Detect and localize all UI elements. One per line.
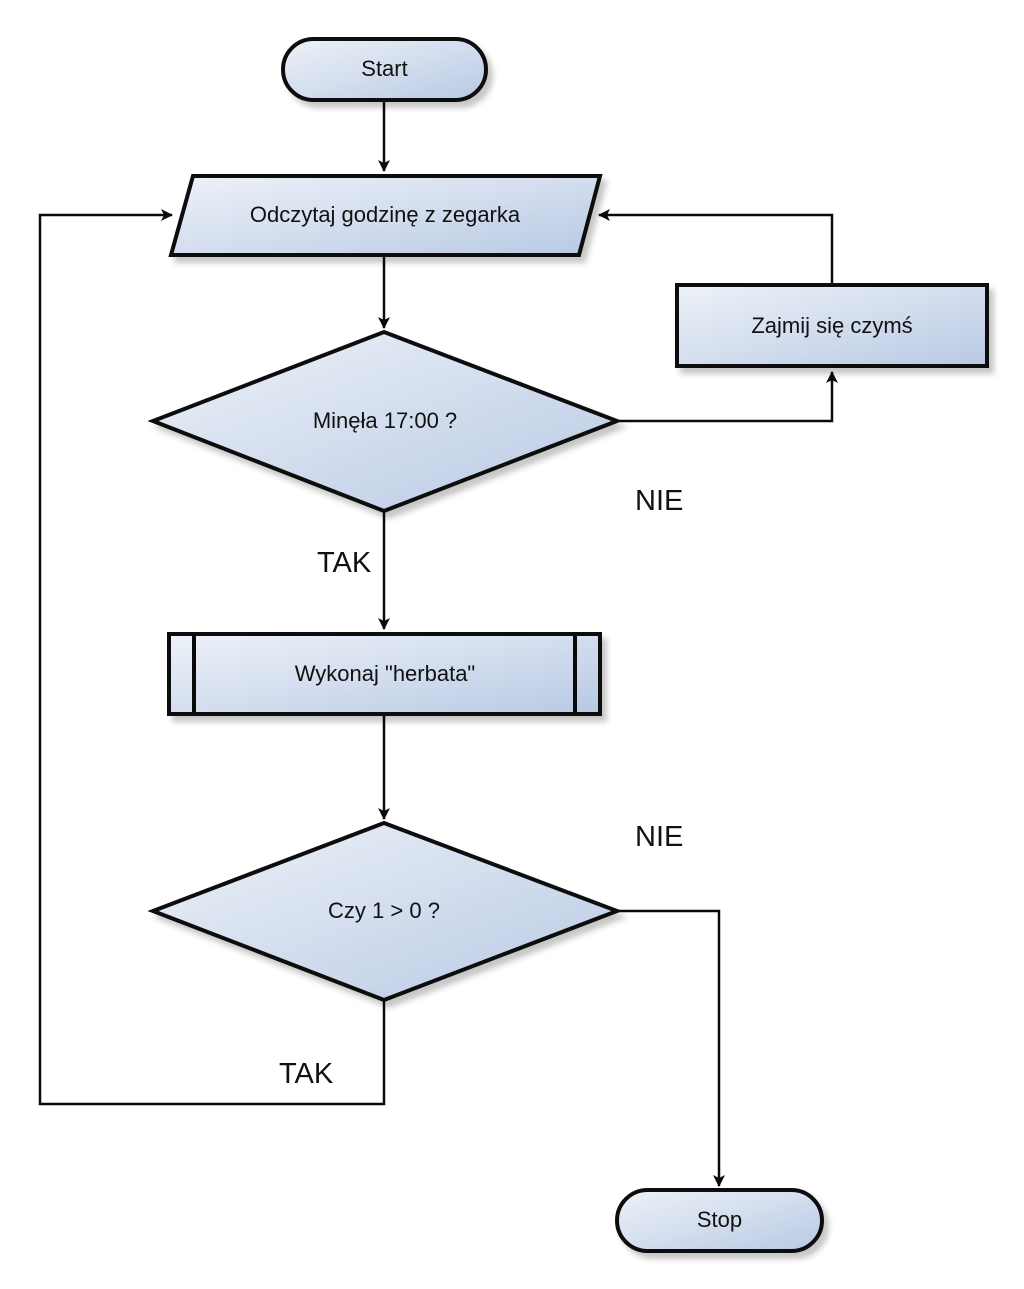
check-time-yes-label: TAK	[317, 547, 372, 579]
start-node: Start	[281, 37, 488, 102]
tea-predefined-process-shape	[167, 632, 602, 716]
busy-node: Zajmij się czymś	[675, 283, 989, 368]
edge-check-time-no-to-busy	[617, 371, 838, 423]
read-time-node: Odczytaj godzinę z zegarka	[168, 174, 603, 257]
busy-label: Zajmij się czymś	[751, 313, 912, 338]
check-loop-yes-label: TAK	[279, 1058, 334, 1090]
check-time-node: Minęła 17:00 ?	[147, 329, 623, 514]
read-time-label: Odczytaj godzinę z zegarka	[250, 202, 521, 227]
check-time-no-label: NIE	[635, 485, 683, 517]
check-time-decision-shape	[147, 329, 623, 514]
start-label: Start	[361, 56, 407, 81]
stop-node: Stop	[615, 1188, 824, 1253]
edge-check-loop-yes-to-read	[38, 209, 386, 1106]
edges	[38, 100, 838, 1187]
tea-label: Wykonaj "herbata"	[295, 661, 476, 686]
busy-process-shape	[675, 283, 989, 368]
stop-label: Stop	[697, 1207, 742, 1232]
start-terminator-shape	[281, 37, 488, 102]
edge-busy-to-read	[598, 209, 834, 285]
edge-check-loop-no-to-stop	[617, 909, 725, 1187]
check-loop-decision-shape	[147, 820, 623, 1003]
check-time-label: Minęła 17:00 ?	[313, 408, 457, 433]
check-loop-label: Czy 1 > 0 ?	[328, 898, 440, 923]
stop-terminator-shape	[615, 1188, 824, 1253]
check-loop-node: Czy 1 > 0 ?	[147, 820, 623, 1003]
read-time-io-shape	[168, 174, 603, 257]
check-loop-no-label: NIE	[635, 821, 683, 853]
tea-node: Wykonaj "herbata"	[167, 632, 602, 716]
